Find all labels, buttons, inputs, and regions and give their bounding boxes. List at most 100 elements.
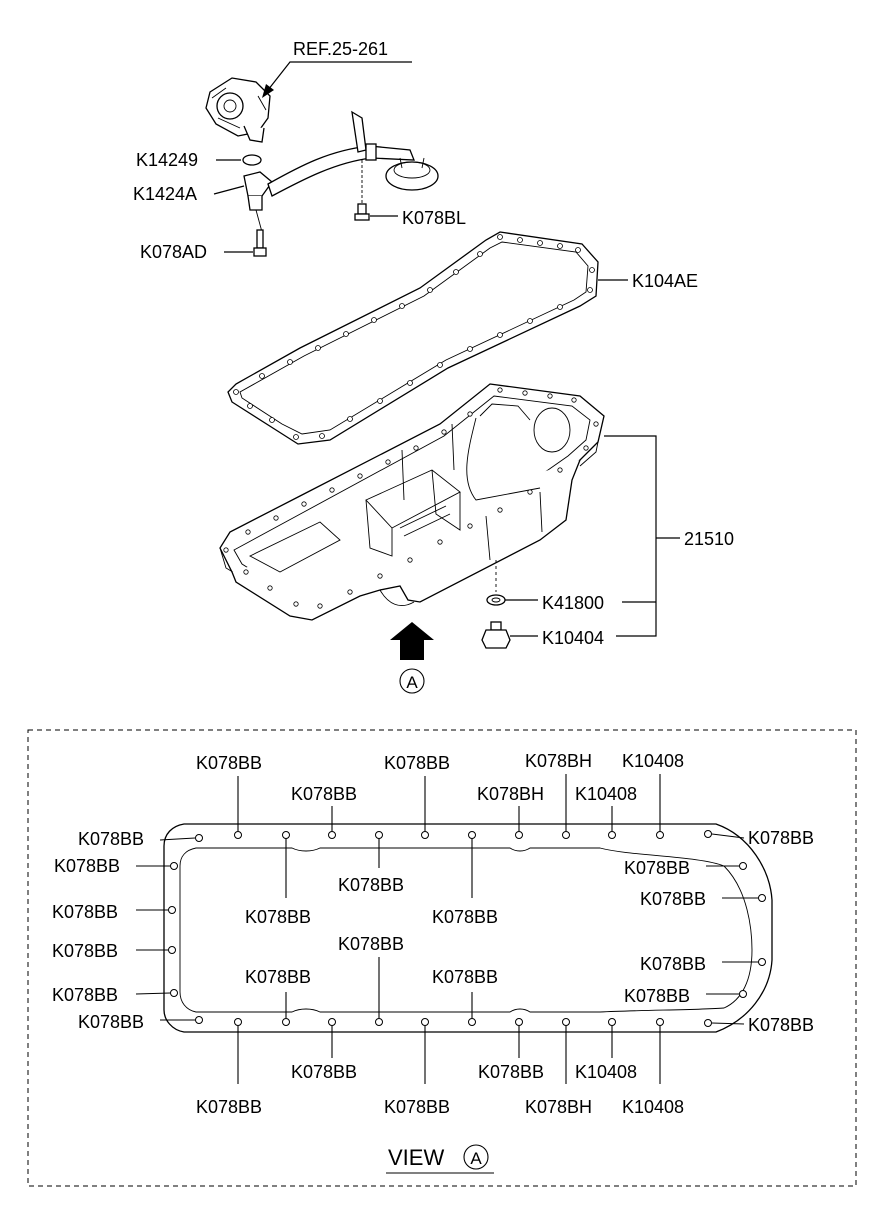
- pan-bolt-hole: [347, 589, 353, 595]
- view-label-center-upper-1: K078BB: [338, 875, 404, 895]
- view-title-marker-circle: [463, 1144, 489, 1170]
- pan-bolt-hole: [522, 390, 528, 396]
- view-bolt-hole: [170, 989, 178, 997]
- gasket-bolt-hole: [343, 331, 349, 337]
- view-label-right-1: K078BB: [748, 828, 814, 848]
- view-arrow: [390, 622, 434, 660]
- pan-bolt-hole: [467, 411, 473, 417]
- pan-bolt-hole: [329, 487, 335, 493]
- view-bolt-hole: [375, 831, 383, 839]
- gasket-bolt-hole: [557, 243, 563, 249]
- pan-bolt-hole: [377, 573, 383, 579]
- pan-bolt-hole: [245, 529, 251, 535]
- view-bolt-hole: [195, 1016, 203, 1024]
- gasket-bolt-hole: [437, 362, 443, 368]
- view-bolt-hole: [562, 831, 570, 839]
- view-label-top-inner-3: K10408: [575, 784, 637, 804]
- gasket-bolt-hole: [453, 269, 459, 275]
- view-label-left-6: K078BB: [78, 1012, 144, 1032]
- view-bolt-hole: [282, 831, 290, 839]
- oil-strainer: [243, 110, 439, 211]
- drain-plug: [481, 621, 511, 649]
- pan-bolt-hole: [527, 489, 533, 495]
- gasket-bolt-hole: [233, 389, 239, 395]
- view-bolt-hole: [656, 1018, 664, 1026]
- gasket-bolt-hole: [517, 237, 523, 243]
- gasket-bolt-hole: [467, 346, 473, 352]
- view-a-frame: [27, 729, 857, 1187]
- view-bolt-hole: [704, 1019, 712, 1027]
- pan-bolt-hole: [243, 569, 249, 575]
- view-title: VIEW: [388, 1145, 444, 1170]
- pan-bolt-hole: [267, 585, 273, 591]
- view-bolt-hole: [328, 831, 336, 839]
- view-label-center-lower-2: K078BB: [432, 967, 498, 987]
- view-bolt-hole: [739, 990, 747, 998]
- gasket-bolt-hole: [315, 345, 321, 351]
- view-label-top-inner-2: K078BH: [477, 784, 544, 804]
- gasket-bolt-hole: [399, 303, 405, 309]
- gasket-bolt-hole: [557, 304, 563, 310]
- oil-pump-assembly: [205, 77, 271, 143]
- gasket-bolt-hole: [589, 267, 595, 273]
- view-leader: [711, 833, 745, 839]
- view-label-top-outer-2: K078BB: [384, 753, 450, 773]
- view-label-bottom-inner-2: K078BB: [478, 1062, 544, 1082]
- gasket-bolt-hole: [347, 416, 353, 422]
- view-marker-letter: A: [406, 673, 418, 692]
- drain-washer: [486, 594, 506, 606]
- view-label-left-1: K078BB: [78, 829, 144, 849]
- pan-bolt-hole: [357, 473, 363, 479]
- view-bolt-hole: [704, 830, 712, 838]
- view-label-top-inner-1: K078BB: [291, 784, 357, 804]
- view-bolt-hole: [515, 1018, 523, 1026]
- view-label-bottom-inner-3: K10408: [575, 1062, 637, 1082]
- k1424a-leader: [213, 185, 245, 195]
- k104ae-label: K104AE: [632, 271, 698, 291]
- gasket-bolt-hole: [587, 287, 593, 293]
- pan-bolt-hole: [437, 539, 443, 545]
- ref-label: REF.25-261: [293, 39, 388, 59]
- pan-bolt-hole: [593, 421, 599, 427]
- ref-arrowhead: [262, 84, 274, 98]
- gasket-bolt-hole: [477, 251, 483, 257]
- pan-bolt-hole: [223, 547, 229, 553]
- view-label-center-upper-3: K078BB: [432, 907, 498, 927]
- view-label-bottom-outer-2: K078BB: [384, 1097, 450, 1117]
- view-label-center-lower-1: K078BB: [245, 967, 311, 987]
- pan-bolt-hole: [441, 429, 447, 435]
- view-label-left-2: K078BB: [54, 856, 120, 876]
- view-label-right-4: K078BB: [640, 954, 706, 974]
- pan-bolt-hole: [467, 523, 473, 529]
- pan-bolt-hole: [317, 603, 323, 609]
- gasket-bolt-hole: [537, 240, 543, 246]
- gasket-bolt-hole: [319, 433, 325, 439]
- view-bolt-hole: [282, 1018, 290, 1026]
- pan-bolt-hole: [407, 557, 413, 563]
- view-bolt-hole: [234, 831, 242, 839]
- view-label-right-3: K078BB: [640, 889, 706, 909]
- view-bolt-hole: [758, 894, 766, 902]
- view-bolt-hole: [421, 1018, 429, 1026]
- view-bolt-hole: [168, 906, 176, 914]
- view-label-bottom-outer-3: K078BH: [525, 1097, 592, 1117]
- gasket-bolt-hole: [247, 403, 253, 409]
- k078ad-label: K078AD: [140, 242, 207, 262]
- pan-bolt-hole: [497, 387, 503, 393]
- view-bolt-hole: [170, 862, 178, 870]
- gasket-bolt-hole: [575, 247, 581, 253]
- view-bolt-hole: [608, 1018, 616, 1026]
- view-label-top-outer-4: K10408: [622, 751, 684, 771]
- view-label-bottom-outer-1: K078BB: [196, 1097, 262, 1117]
- view-bolt-hole: [608, 831, 616, 839]
- gasket-bolt-hole: [427, 287, 433, 293]
- pan-bolt-hole: [413, 445, 419, 451]
- pan-bolt-hole: [547, 393, 553, 399]
- pan-bolt-hole: [293, 601, 299, 607]
- k078bl-label: K078BL: [402, 208, 466, 228]
- view-label-top-outer-3: K078BH: [525, 751, 592, 771]
- view-leader: [711, 1022, 745, 1025]
- p21510-label: 21510: [684, 529, 734, 549]
- gasket-bolt-hole: [269, 417, 275, 423]
